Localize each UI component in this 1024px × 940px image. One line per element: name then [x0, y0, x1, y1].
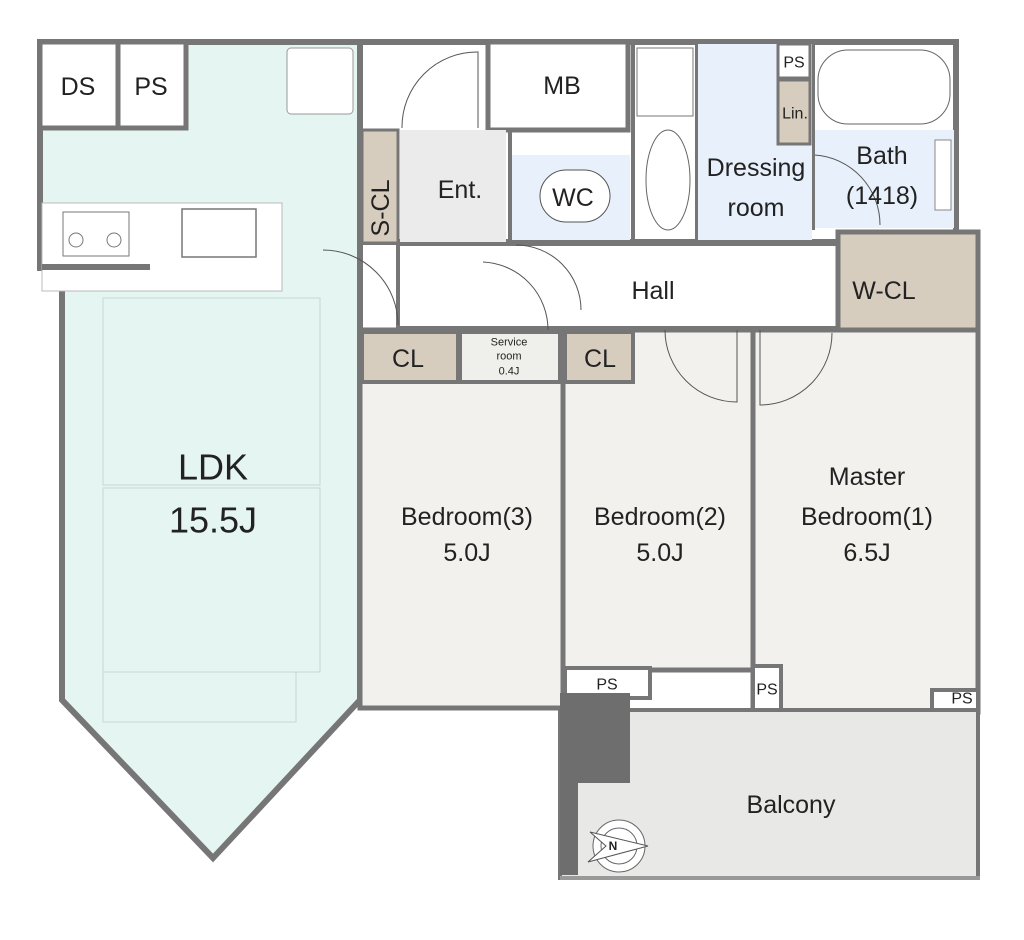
ps-mid [751, 664, 783, 712]
ps-kitchen-label: PS [134, 73, 168, 101]
ps-kitchen-closet [115, 39, 189, 131]
entrance-floor [400, 130, 506, 243]
s-cl-label: S-CL [367, 179, 395, 237]
cl2-label: CL [584, 345, 616, 373]
dressing-label-2: room [727, 194, 785, 222]
shower [636, 47, 694, 117]
master-label-2: Bedroom(1) [801, 503, 933, 531]
mb-label: MB [543, 72, 581, 100]
bedroom3-size: 5.0J [443, 539, 491, 567]
bath-label-2: (1418) [845, 182, 919, 210]
ldk-size: 15.5J [168, 499, 258, 541]
master-floor [750, 327, 981, 715]
ps-top-label: PS [783, 54, 805, 72]
ent-label: Ent. [437, 176, 483, 204]
cl1-label: CL [392, 345, 424, 373]
service-room [458, 330, 562, 384]
compass-label: N [608, 838, 618, 853]
master-label-1: Master [828, 463, 906, 491]
w-cl-label: W-CL [852, 277, 916, 305]
dining-table [102, 297, 321, 486]
ps-top-closet [776, 42, 812, 80]
compass-icon [587, 819, 649, 873]
master-size: 6.5J [843, 539, 891, 567]
fridge [286, 47, 354, 115]
ps-right-label: PS [951, 690, 973, 708]
bedroom2-label: Bedroom(2) [594, 503, 726, 531]
ps-bedroom2-label: PS [596, 676, 618, 694]
mb-room [485, 39, 631, 133]
hall-floor [396, 242, 840, 330]
s-cl-closet [360, 128, 400, 245]
sink [181, 208, 257, 258]
lin-label: Lin. [782, 105, 808, 123]
bedroom2-floor [560, 327, 756, 673]
washbasin [645, 129, 691, 231]
bedroom2-size: 5.0J [636, 539, 684, 567]
bedroom3-label: Bedroom(3) [401, 503, 533, 531]
hall-label: Hall [631, 277, 675, 305]
linen-closet [776, 78, 812, 146]
ps-mid-label: PS [756, 681, 778, 699]
toilet [539, 169, 611, 223]
w-cl-closet [835, 229, 981, 333]
bath-label-1: Bath [856, 142, 908, 170]
ds-label: DS [60, 73, 96, 101]
ldk-label: LDK [177, 446, 249, 488]
bathtub [817, 49, 951, 125]
bath-room [815, 130, 954, 228]
balcony-label: Balcony [746, 791, 836, 819]
dressing-label-1: Dressing [706, 154, 806, 182]
wc-label: WC [552, 184, 594, 212]
cl2-closet [563, 330, 635, 384]
